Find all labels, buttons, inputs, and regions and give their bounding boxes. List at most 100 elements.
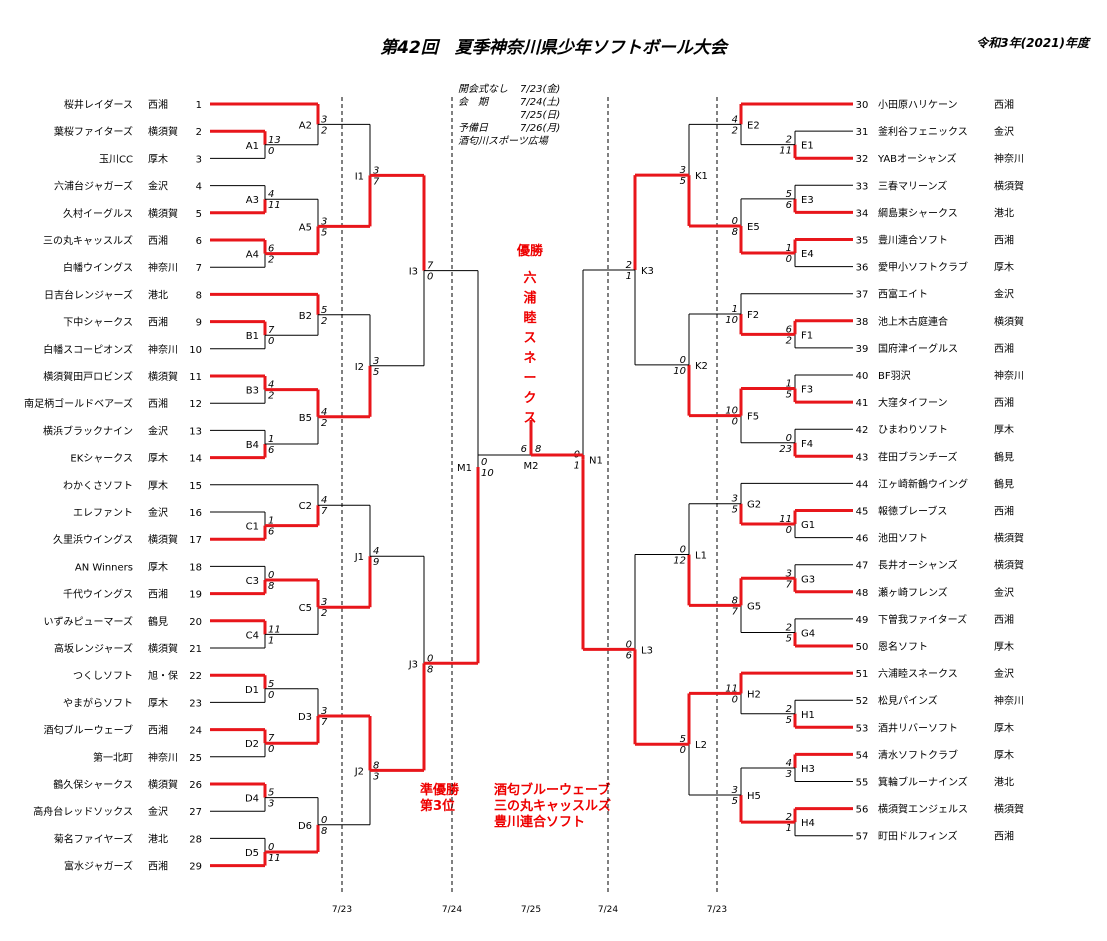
team-name: 六浦台ジャガーズ <box>54 180 133 193</box>
score-value: 4 <box>321 407 327 418</box>
team-area: 横須賀 <box>148 207 178 220</box>
third-team: 三の丸キャッスルズ <box>494 799 612 814</box>
match-label: B5 <box>299 413 312 424</box>
score-value: 11 <box>725 683 738 694</box>
team-area: 金沢 <box>994 667 1014 680</box>
score-value: 8 <box>373 760 379 771</box>
team-name: 南足柄ゴールドベアーズ <box>24 397 133 410</box>
team-number: 44 <box>856 479 869 490</box>
runner-up-team: 酒匂ブルーウェーブ <box>494 783 611 798</box>
team-number: 53 <box>856 723 869 734</box>
team-name: 荏田ブランチーズ <box>878 450 958 463</box>
match-label: D3 <box>298 712 312 723</box>
score-value: 8 <box>732 227 738 238</box>
score-value: 5 <box>268 788 274 799</box>
team-number: 2 <box>196 127 202 138</box>
team-number: 25 <box>189 753 202 764</box>
match-label: E5 <box>747 222 760 233</box>
score-value: 10 <box>481 468 494 479</box>
score-value: 3 <box>732 785 738 796</box>
team-area: 鶴見 <box>994 477 1014 490</box>
team-area: 西湘 <box>994 830 1014 843</box>
match-label: D4 <box>245 794 259 805</box>
match-label: J3 <box>408 659 418 670</box>
schedule-label: 予備日 <box>458 123 488 134</box>
score-value: 7 <box>268 325 275 336</box>
team-number: 23 <box>189 698 202 709</box>
team-area: 港北 <box>148 289 168 301</box>
champion-char: 浦 <box>523 291 537 306</box>
team-number: 51 <box>856 669 869 680</box>
score-value: 2 <box>786 135 792 146</box>
team-number: 41 <box>856 398 869 409</box>
score-value: 6 <box>521 444 527 455</box>
champion-char: ク <box>523 391 537 406</box>
team-name: 瀬ヶ崎フレンズ <box>878 586 948 599</box>
schedule-label: 会 期 <box>458 97 488 108</box>
team-area: 西湘 <box>148 316 168 329</box>
match-label: F3 <box>801 385 813 396</box>
team-area: 神奈川 <box>148 261 178 274</box>
champion-team: 六浦睦スネークス <box>505 269 555 429</box>
score-value: 0 <box>680 545 686 556</box>
match-label: I1 <box>355 171 364 182</box>
team-name: 酒井リバーソフト <box>878 721 958 734</box>
score-value: 7 <box>373 176 380 187</box>
team-name: 日吉台レンジャーズ <box>44 288 133 301</box>
score-value: 2 <box>786 812 792 823</box>
match-label: A1 <box>246 141 259 152</box>
team-name: ひまわりソフト <box>878 424 948 436</box>
score-value: 5 <box>732 505 738 516</box>
team-number: 57 <box>856 832 869 843</box>
team-area: 厚木 <box>148 697 168 709</box>
score-value: 3 <box>321 597 327 608</box>
match-label: D6 <box>298 821 312 832</box>
team-area: 厚木 <box>994 641 1014 653</box>
score-value: 1 <box>732 304 738 315</box>
team-name: 清水ソフトクラブ <box>878 748 958 761</box>
team-area: 西湘 <box>994 505 1014 518</box>
score-value: 3 <box>786 769 792 780</box>
team-name: 横須賀エンジェルス <box>878 803 968 816</box>
team-number: 40 <box>856 371 869 382</box>
team-area: 金沢 <box>994 586 1014 599</box>
score-value: 0 <box>321 815 327 826</box>
match-label: H5 <box>747 791 761 802</box>
score-value: 5 <box>321 227 327 238</box>
score-value: 11 <box>268 853 281 864</box>
match-label: K3 <box>641 266 654 277</box>
score-value: 5 <box>680 734 686 745</box>
team-number: 14 <box>189 454 202 465</box>
team-number: 10 <box>189 345 202 356</box>
match-label: H2 <box>747 689 761 700</box>
team-number: 15 <box>189 481 202 492</box>
team-number: 54 <box>856 750 869 761</box>
team-number: 20 <box>189 617 202 628</box>
score-value: 1 <box>268 434 274 445</box>
team-number: 36 <box>856 263 869 274</box>
team-area: 西湘 <box>148 860 168 873</box>
champion-char: ー <box>523 371 537 386</box>
score-value: 3 <box>321 706 327 717</box>
score-value: 8 <box>268 581 274 592</box>
team-area: 西湘 <box>148 98 168 111</box>
match-label: K2 <box>695 361 708 372</box>
team-number: 46 <box>856 534 869 545</box>
team-area: 金沢 <box>994 125 1014 138</box>
team-number: 27 <box>189 807 202 818</box>
third-team: 豊川連合ソフト <box>494 815 586 830</box>
team-name: 松見パインズ <box>878 694 938 707</box>
venue-label: 酒匂川スポーツ広場 <box>458 136 548 147</box>
team-name: 池上木古庭連合 <box>878 315 948 328</box>
team-area: 西湘 <box>148 234 168 247</box>
match-label: E2 <box>747 120 760 131</box>
match-label: B4 <box>246 440 259 451</box>
score-value: 7 <box>321 506 328 517</box>
score-value: 0 <box>732 216 738 227</box>
score-value: 2 <box>786 622 792 633</box>
team-name: 小田原ハリケーン <box>878 99 958 111</box>
team-name: 釜利谷フェニックス <box>878 125 968 138</box>
runner-up-label: 準優勝 <box>420 783 460 798</box>
